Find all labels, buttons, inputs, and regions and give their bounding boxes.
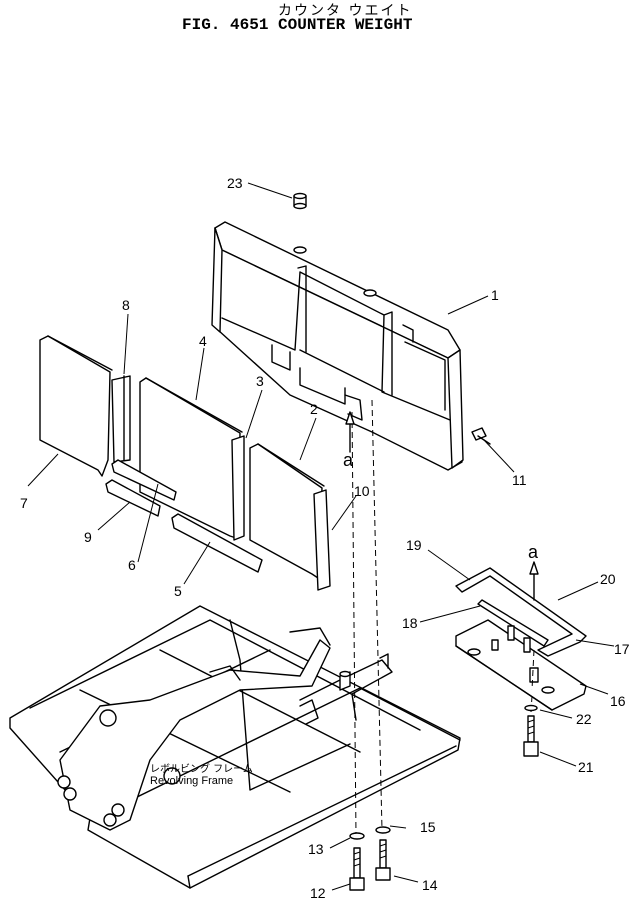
frame-label-english: Revolving Frame (150, 775, 233, 787)
plug-part-23 (293, 192, 307, 210)
strip-part-3 (231, 435, 245, 541)
washer-part-22 (524, 704, 538, 712)
callout-20: 20 (600, 571, 616, 587)
bolt-part-12 (349, 847, 365, 891)
strip-part-6 (111, 459, 177, 501)
washer-part-13 (349, 832, 365, 840)
plate-part-16 (455, 619, 587, 711)
callout-4: 4 (199, 333, 207, 349)
strip-part-8 (111, 375, 131, 463)
plate-part-7 (39, 335, 111, 477)
callout-2: 2 (310, 401, 318, 417)
strip-part-5 (171, 513, 263, 573)
callout-12: 12 (310, 885, 326, 901)
strip-part-10 (313, 489, 331, 591)
callout-6: 6 (128, 557, 136, 573)
frame-label-katakana: レボルビング フレーム (150, 762, 253, 775)
washer-part-15 (375, 826, 391, 834)
callout-18: 18 (402, 615, 418, 631)
bolt-part-21 (523, 715, 539, 757)
view-mark-a-right: a (528, 542, 539, 562)
callout-23: 23 (227, 175, 243, 191)
callout-19: 19 (406, 537, 422, 553)
callout-3: 3 (256, 373, 264, 389)
plate-part-20 (455, 567, 587, 657)
callout-13: 13 (308, 841, 324, 857)
callout-17: 17 (614, 641, 630, 657)
callout-9: 9 (84, 529, 92, 545)
leader-lines (27, 182, 615, 891)
revolving-frame (9, 605, 461, 889)
plate-part-2 (249, 443, 323, 579)
assembly-line-left (351, 411, 357, 837)
callout-5: 5 (174, 583, 182, 599)
callout-15: 15 (420, 819, 436, 835)
callout-22: 22 (576, 711, 592, 727)
callout-21: 21 (578, 759, 594, 775)
figure-title: FIG. 4651 COUNTER WEIGHT (182, 16, 413, 34)
assembly-line-right (371, 399, 383, 831)
callout-14: 14 (422, 877, 438, 893)
callout-11: 11 (512, 472, 527, 488)
callout-10: 10 (354, 483, 370, 499)
callout-1: 1 (491, 287, 499, 303)
strip-part-9 (105, 479, 161, 517)
assembly-line-bracket (531, 649, 535, 691)
callout-16: 16 (610, 693, 626, 709)
strip-part-18 (477, 599, 549, 647)
bolt-part-14 (375, 839, 391, 881)
view-mark-a-left: a (343, 450, 354, 470)
counter-weight-body (211, 221, 464, 471)
bolt-part-11 (471, 427, 491, 445)
title-katakana: カウンタ ウエイト (278, 3, 413, 19)
callout-8: 8 (122, 297, 130, 313)
callout-7: 7 (20, 495, 28, 511)
